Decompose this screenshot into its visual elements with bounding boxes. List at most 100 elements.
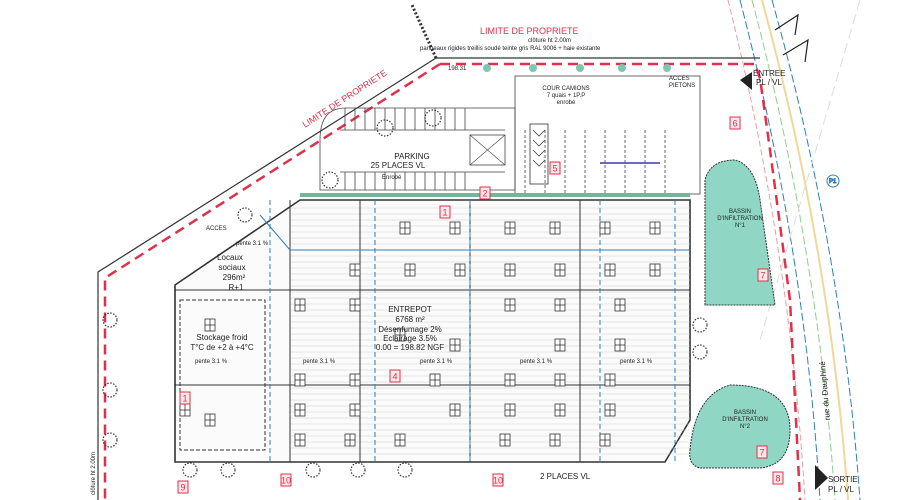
exit-sub-label: PL / VL bbox=[828, 485, 854, 494]
zone-marker-number: 7 bbox=[760, 271, 765, 281]
entry-sub-label: PL / VL bbox=[756, 78, 782, 87]
basin-2-number: N°2 bbox=[740, 424, 751, 430]
skylight-icon bbox=[614, 298, 626, 312]
zone-marker: 1 bbox=[179, 391, 191, 405]
fence-description-label: panneaux rigides treillis soudé teinte g… bbox=[420, 46, 601, 52]
skylight-icon bbox=[614, 338, 626, 352]
skylight-icon bbox=[404, 263, 416, 277]
street-label: rue du Dauphiné bbox=[818, 360, 832, 420]
skylight-icon bbox=[294, 298, 306, 312]
skylight-icon bbox=[504, 373, 516, 387]
fence bbox=[97, 4, 760, 500]
exit-label: SORTIE bbox=[828, 475, 858, 484]
basin-1-label: BASSIN bbox=[729, 209, 751, 215]
warehouse-label: ENTREPOT bbox=[388, 305, 432, 314]
skylight-icon bbox=[554, 338, 566, 352]
slope-label: pente 3.1 % bbox=[420, 359, 453, 365]
slope-label: pente 3.1 % bbox=[303, 359, 336, 365]
cold-storage-label: Stockage froid bbox=[196, 333, 247, 342]
skylight-icon bbox=[394, 433, 406, 447]
skylight-icon bbox=[554, 373, 566, 387]
skylight-icon bbox=[394, 328, 406, 342]
truck-yard-docks: 7 quais + 1P.P bbox=[547, 93, 585, 99]
skylight-icon bbox=[604, 373, 616, 387]
skylight-icon bbox=[554, 263, 566, 277]
skylight-icon bbox=[449, 338, 461, 352]
property-limit-line bbox=[103, 62, 802, 500]
skylight-icon bbox=[604, 403, 616, 417]
skylight-icon bbox=[599, 221, 611, 235]
skylight-icon bbox=[649, 221, 661, 235]
basin-2-label-2: D'INFILTRATION bbox=[722, 417, 768, 423]
warehouse-building bbox=[174, 199, 691, 463]
truck-yard bbox=[514, 75, 701, 195]
zone-marker-number: 8 bbox=[775, 474, 780, 484]
skylight-icon bbox=[294, 373, 306, 387]
skylight-icon bbox=[504, 221, 516, 235]
zone-marker-number: 7 bbox=[759, 448, 764, 458]
zone-marker: 5 bbox=[549, 161, 561, 175]
skylight-icon bbox=[349, 263, 361, 277]
fence-left-label: clôture ht 2.00m bbox=[91, 452, 97, 495]
skylight-icon bbox=[294, 403, 306, 417]
offices-levels: R+1 bbox=[229, 283, 244, 292]
zone-marker: 4 bbox=[389, 369, 401, 383]
skylight-icon bbox=[399, 221, 411, 235]
offices-label-2: sociaux bbox=[218, 263, 245, 272]
skylight-icon bbox=[599, 433, 611, 447]
parking-area bbox=[300, 107, 690, 197]
trees bbox=[102, 109, 708, 478]
slope-label: pente 3.1 % bbox=[620, 359, 653, 365]
basin-2-label: BASSIN bbox=[734, 410, 756, 416]
skylight-icon bbox=[504, 298, 516, 312]
zone-marker: 7 bbox=[756, 445, 768, 459]
zone-marker: 2 bbox=[479, 186, 491, 200]
basin-1-number: N°1 bbox=[735, 223, 746, 229]
zone-marker-number: 10 bbox=[493, 476, 503, 486]
warehouse-smoke: Désenfumage 2% bbox=[378, 325, 442, 334]
skylight-icon bbox=[349, 373, 361, 387]
survey-point-label: P1 bbox=[829, 179, 837, 185]
skylight-icon bbox=[429, 373, 441, 387]
cold-storage-temp: T°C de +2 à +4°C bbox=[190, 343, 254, 352]
zone-marker-number: 2 bbox=[482, 189, 487, 199]
section-marker-icon: P1 bbox=[826, 174, 840, 188]
skylight-icon bbox=[454, 263, 466, 277]
hedge-trees bbox=[483, 64, 671, 72]
zone-marker: 7 bbox=[757, 268, 769, 282]
zone-marker: 6 bbox=[729, 116, 741, 130]
skylight-icon bbox=[344, 433, 356, 447]
skylight-icon bbox=[554, 298, 566, 312]
skylight-icon bbox=[604, 263, 616, 277]
infiltration-basin-1 bbox=[704, 159, 776, 306]
slope-label: pente 3.1 % bbox=[236, 241, 269, 247]
truck-yard-label: COUR CAMIONS bbox=[542, 86, 589, 92]
skylight-icon bbox=[349, 403, 361, 417]
slope-label: pente 3.1 % bbox=[195, 359, 228, 365]
warehouse-datum: 0.00 = 198.82 NGF bbox=[376, 343, 444, 352]
zone-marker: 9 bbox=[177, 480, 189, 494]
parking-label: PARKING bbox=[394, 152, 429, 161]
basin-1-label-2: D'INFILTRATION bbox=[717, 216, 763, 222]
parking-count-label: 25 PLACES VL bbox=[371, 161, 426, 170]
zone-marker-number: 6 bbox=[732, 119, 737, 129]
zone-markers: 1 2 4 5 6 7 7 8 9 10 10 1 bbox=[177, 116, 784, 494]
skylight-icon bbox=[449, 221, 461, 235]
fence-height-label: clôture ht 2.00m bbox=[528, 38, 571, 44]
entry-label: ENTREE bbox=[753, 69, 785, 78]
zone-marker: 10 bbox=[492, 473, 504, 487]
zone-marker: 1 bbox=[439, 205, 451, 219]
zone-marker-number: 1 bbox=[182, 394, 187, 404]
skylight-icon bbox=[204, 413, 216, 427]
slope-label: pente 3.1 % bbox=[520, 359, 553, 365]
entry-arrow-icon bbox=[740, 72, 752, 90]
two-places-label: 2 PLACES VL bbox=[540, 472, 591, 481]
zone-marker-number: 5 bbox=[552, 164, 557, 174]
zone-marker-number: 10 bbox=[281, 476, 291, 486]
access-label: ACCES bbox=[206, 226, 227, 232]
warehouse-lighting: Eclairage 3.5% bbox=[383, 334, 437, 343]
skylight-icon bbox=[179, 403, 191, 417]
skylight-icon bbox=[504, 403, 516, 417]
pedestrian-access-label-2: PIETONS bbox=[669, 83, 695, 89]
